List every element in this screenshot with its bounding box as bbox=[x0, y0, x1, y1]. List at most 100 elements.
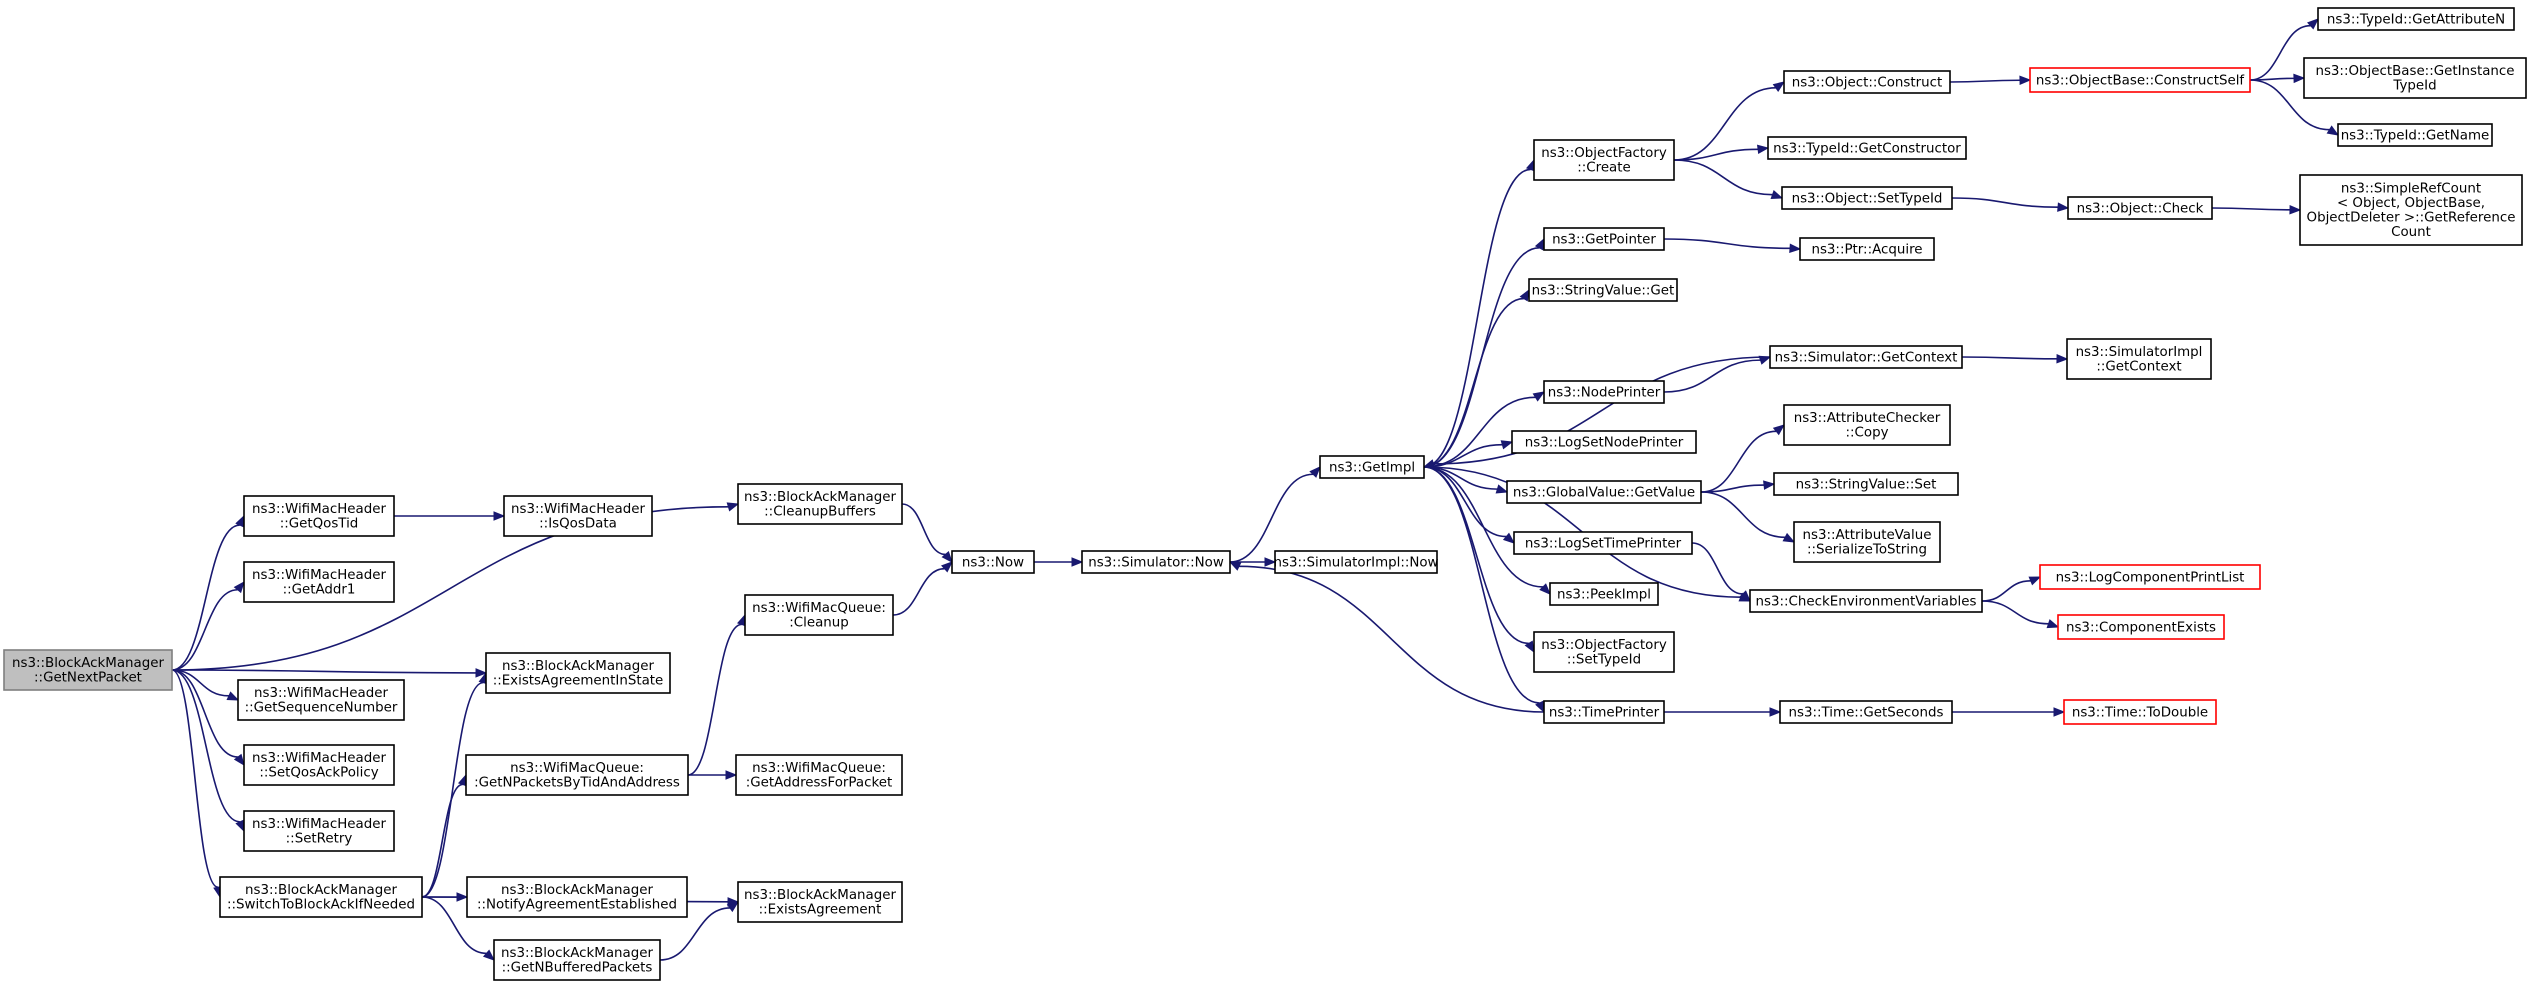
node-objectbaseconstructself[interactable]: ns3::ObjectBase::ConstructSelf bbox=[2029, 67, 2251, 93]
edge-arrowhead bbox=[2056, 354, 2069, 364]
node-existsagreementinstate[interactable]: ns3::BlockAckManager::ExistsAgreementInS… bbox=[485, 652, 671, 694]
edge-line bbox=[2249, 79, 2330, 131]
node-label: ::ExistsAgreementInState bbox=[493, 674, 664, 689]
node-objectfactorysettypeid[interactable]: ns3::ObjectFactory::SetTypeId bbox=[1533, 631, 1675, 673]
node-box bbox=[1799, 237, 1935, 261]
node-timegetseconds[interactable]: ns3::Time::GetSeconds bbox=[1779, 700, 1953, 724]
node-label: ns3::AttributeChecker bbox=[1794, 411, 1941, 426]
edge-line bbox=[1673, 148, 1759, 161]
node-label: ObjectDeleter >::GetReference bbox=[2307, 211, 2516, 226]
node-box bbox=[219, 876, 423, 918]
node-logsettimeprinter[interactable]: ns3::LogSetTimePrinter bbox=[1513, 531, 1693, 555]
node-getnextpacket[interactable]: ns3::BlockAckManager::GetNextPacket bbox=[3, 649, 173, 691]
node-isqosdata[interactable]: ns3::WifiMacHeader::IsQosData bbox=[503, 495, 653, 537]
edge-arrowhead bbox=[1770, 190, 1784, 199]
node-typeidgetconstructor[interactable]: ns3::TypeId::GetConstructor bbox=[1767, 136, 1967, 160]
node-componentexists[interactable]: ns3::ComponentExists bbox=[2057, 614, 2225, 640]
edge-arrowhead bbox=[1772, 81, 1786, 92]
node-notifyagreement[interactable]: ns3::BlockAckManager::NotifyAgreementEst… bbox=[466, 876, 688, 918]
node-label: ns3::TypeId::GetName bbox=[2341, 128, 2490, 143]
node-simimplnow[interactable]: ns3::SimulatorImpl::Now bbox=[1273, 550, 1439, 574]
node-label: ::IsQosData bbox=[539, 517, 617, 532]
node-cleanupbuffers[interactable]: ns3::BlockAckManager::CleanupBuffers bbox=[737, 483, 903, 525]
node-getsequencenumber[interactable]: ns3::WifiMacHeader::GetSequenceNumber bbox=[237, 679, 405, 721]
edge-arrowhead bbox=[475, 668, 488, 678]
node-timetodouble[interactable]: ns3::Time::ToDouble bbox=[2063, 699, 2217, 725]
edge-getimpl-to-peekimpl bbox=[1423, 466, 1551, 595]
node-label: ns3::BlockAckManager bbox=[502, 659, 654, 674]
edge-getimpl-to-timeprinter bbox=[1423, 466, 1545, 714]
node-attributecheckercopy[interactable]: ns3::AttributeChecker::Copy bbox=[1783, 404, 1951, 446]
node-setqosackpolicy[interactable]: ns3::WifiMacHeader::SetQosAckPolicy bbox=[243, 744, 395, 786]
edge-line bbox=[171, 524, 240, 671]
node-box bbox=[737, 483, 903, 525]
node-getimpl[interactable]: ns3::GetImpl bbox=[1319, 455, 1425, 479]
node-getqostid[interactable]: ns3::WifiMacHeader::GetQosTid bbox=[243, 495, 395, 537]
node-logcomponentprintlist[interactable]: ns3::LogComponentPrintList bbox=[2039, 564, 2261, 590]
edge-arrowhead bbox=[725, 770, 738, 780]
edge-arrowhead bbox=[233, 580, 245, 594]
node-getpointer[interactable]: ns3::GetPointer bbox=[1543, 227, 1665, 251]
node-label: ::SwitchToBlockAckIfNeeded bbox=[227, 898, 415, 913]
node-setretry[interactable]: ns3::WifiMacHeader::SetRetry bbox=[243, 810, 395, 852]
node-box bbox=[2317, 7, 2515, 31]
node-timeprinter[interactable]: ns3::TimePrinter bbox=[1543, 700, 1665, 724]
node-switchtoblockack[interactable]: ns3::BlockAckManager::SwitchToBlockAckIf… bbox=[219, 876, 423, 918]
function-nodes: ns3::BlockAckManager::GetNextPacketns3::… bbox=[3, 7, 2527, 981]
node-label: ns3::Simulator::GetContext bbox=[1775, 350, 1958, 365]
edge-getqostid-to-isqosdata bbox=[393, 511, 506, 521]
edge-getpointer-to-ptracquire bbox=[1663, 238, 1802, 253]
node-box bbox=[1749, 589, 1983, 613]
edge-arrowhead bbox=[482, 949, 496, 961]
node-ptracquire[interactable]: ns3::Ptr::Acquire bbox=[1799, 237, 1935, 261]
node-label: ns3::Ptr::Acquire bbox=[1811, 242, 1922, 257]
node-globalvaluegetvalue[interactable]: ns3::GlobalValue::GetValue bbox=[1506, 480, 1702, 504]
node-getaddressforpacket[interactable]: ns3::WifiMacQueue::GetAddressForPacket bbox=[735, 754, 903, 796]
node-getnbufferedpackets[interactable]: ns3::BlockAckManager::GetNBufferedPacket… bbox=[493, 939, 661, 981]
node-typeidgetattributen[interactable]: ns3::TypeId::GetAttributeN bbox=[2317, 7, 2515, 31]
node-objectsettypeid[interactable]: ns3::Object::SetTypeId bbox=[1781, 186, 1953, 210]
node-now[interactable]: ns3::Now bbox=[951, 550, 1035, 574]
node-getaddr1[interactable]: ns3::WifiMacHeader::GetAddr1 bbox=[243, 561, 395, 603]
node-stringvalueset[interactable]: ns3::StringValue::Set bbox=[1773, 472, 1959, 496]
node-simulatornow[interactable]: ns3::Simulator::Now bbox=[1081, 550, 1231, 574]
node-typeidgetname[interactable]: ns3::TypeId::GetName bbox=[2337, 123, 2493, 147]
node-logsetnodeprinter[interactable]: ns3::LogSetNodePrinter bbox=[1511, 430, 1697, 454]
node-checkenvvars[interactable]: ns3::CheckEnvironmentVariables bbox=[1749, 589, 1983, 613]
edge-arrowhead bbox=[1769, 707, 1782, 717]
node-nodeprinter[interactable]: ns3::NodePrinter bbox=[1543, 380, 1665, 404]
node-box bbox=[1506, 480, 1702, 504]
edge-objectbaseconstructself-to-typeidgetattributen bbox=[2249, 18, 2320, 81]
node-objectconstruct[interactable]: ns3::Object::Construct bbox=[1783, 70, 1951, 94]
edge-line bbox=[1423, 466, 1540, 704]
edge-arrowhead bbox=[2307, 18, 2320, 30]
edge-getnbufferedpackets-to-existsagreement bbox=[659, 901, 740, 961]
node-existsagreement[interactable]: ns3::BlockAckManager::ExistsAgreement bbox=[737, 881, 903, 923]
edge-nodeprinter-to-simulatorgetcontext bbox=[1663, 355, 1772, 393]
node-simimplgetcontext[interactable]: ns3::SimulatorImpl::GetContext bbox=[2066, 338, 2212, 380]
node-label: ns3::SimulatorImpl bbox=[2076, 345, 2203, 360]
edge-timeprinter-to-simulatornow bbox=[1228, 561, 1545, 713]
node-wifimacqueuecleanup[interactable]: ns3::WifiMacQueue::Cleanup bbox=[744, 594, 894, 636]
node-getnpacketsbytid[interactable]: ns3::WifiMacQueue::GetNPacketsByTidAndAd… bbox=[465, 754, 689, 796]
edge-arrowhead bbox=[726, 502, 740, 512]
node-attributevalueserialize[interactable]: ns3::AttributeValue::SerializeToString bbox=[1793, 521, 1941, 563]
node-box bbox=[243, 561, 395, 603]
node-peekimpl[interactable]: ns3::PeekImpl bbox=[1549, 582, 1659, 606]
node-objectfactorycreate[interactable]: ns3::ObjectFactory::Create bbox=[1533, 139, 1675, 181]
edge-timegetseconds-to-timetodouble bbox=[1952, 707, 2066, 717]
edge-checkenvvars-to-componentexists bbox=[1981, 600, 2060, 629]
node-label: :GetNPacketsByTidAndAddress bbox=[474, 776, 680, 791]
node-box bbox=[737, 881, 903, 923]
node-box bbox=[2337, 123, 2493, 147]
node-box bbox=[243, 495, 395, 537]
node-simulatorgetcontext[interactable]: ns3::Simulator::GetContext bbox=[1769, 345, 1963, 369]
edge-arrowhead bbox=[1422, 459, 1436, 469]
edge-arrowhead bbox=[941, 561, 954, 573]
node-simplerefcountgetreferencecount[interactable]: ns3::SimpleRefCount< Object, ObjectBase,… bbox=[2299, 174, 2523, 246]
edge-arrowhead bbox=[1519, 288, 1530, 302]
edge-objectfactorycreate-to-objectsettypeid bbox=[1673, 159, 1784, 199]
node-stringvalueget[interactable]: ns3::StringValue::Get bbox=[1528, 278, 1678, 302]
node-objectcheck[interactable]: ns3::Object::Check bbox=[2067, 196, 2213, 220]
